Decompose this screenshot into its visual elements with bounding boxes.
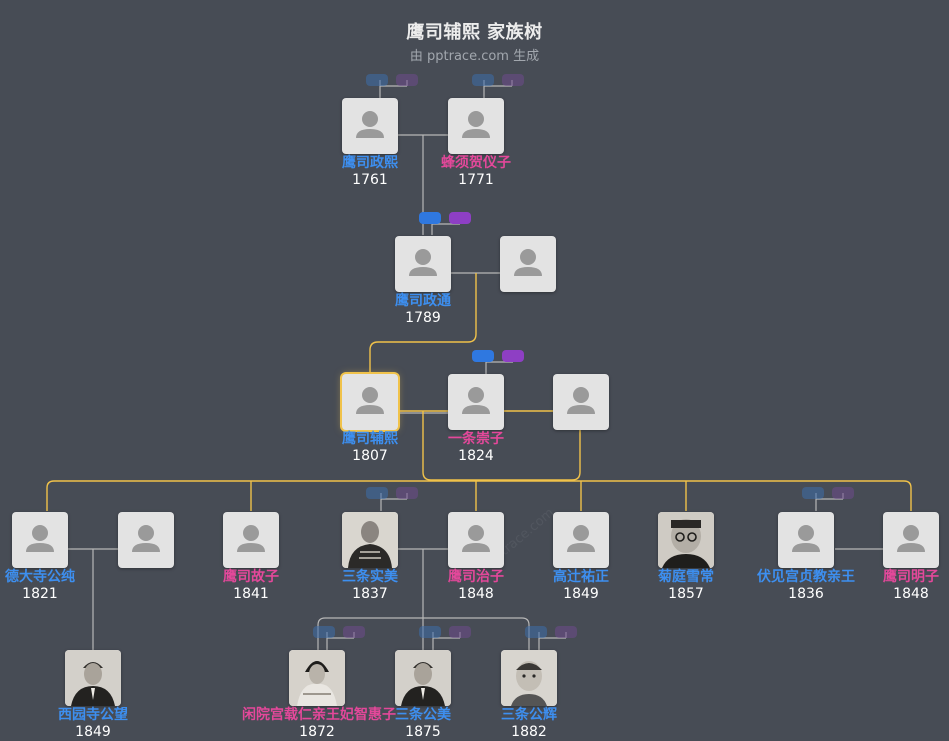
expand-father-button[interactable] [366, 487, 388, 499]
person-card[interactable] [448, 374, 504, 430]
person-name[interactable]: 一条崇子 [448, 431, 504, 447]
person-silhouette-icon [356, 387, 384, 414]
person-birth-year: 1848 [458, 586, 494, 602]
person-birth-year: 1849 [563, 586, 599, 602]
person-silhouette-icon [409, 249, 437, 276]
expand-mother-button[interactable] [449, 212, 471, 224]
person-card[interactable] [501, 650, 557, 706]
person-card[interactable] [342, 374, 398, 430]
person-name[interactable]: 鹰司政通 [395, 293, 451, 309]
person-name[interactable]: 鹰司明子 [883, 569, 939, 585]
person-card[interactable] [883, 512, 939, 568]
expand-father-button[interactable] [419, 626, 441, 638]
person-birth-year: 1875 [405, 724, 441, 740]
expand-father-button[interactable] [313, 626, 335, 638]
page-title: 鹰司辅熙 家族树 [406, 22, 543, 43]
person-card[interactable] [500, 236, 556, 292]
person-birth-year: 1807 [352, 448, 388, 464]
person-card[interactable] [553, 512, 609, 568]
expand-father-button[interactable] [472, 74, 494, 86]
person-card[interactable] [553, 374, 609, 430]
person-silhouette-icon [567, 525, 595, 552]
person-card[interactable] [118, 512, 174, 568]
person-birth-year: 1789 [405, 310, 441, 326]
expand-father-button[interactable] [419, 212, 441, 224]
expand-mother-button[interactable] [502, 74, 524, 86]
expand-mother-button[interactable] [396, 74, 418, 86]
person-silhouette-icon [567, 387, 595, 414]
person-birth-year: 1824 [458, 448, 494, 464]
expand-father-button[interactable] [802, 487, 824, 499]
expand-mother-button[interactable] [343, 626, 365, 638]
person-birth-year: 1857 [668, 586, 704, 602]
person-silhouette-icon [792, 525, 820, 552]
person-birth-year: 1821 [22, 586, 58, 602]
portrait-photo [342, 512, 398, 568]
person-birth-year: 1836 [788, 586, 824, 602]
person-card[interactable] [289, 650, 345, 706]
person-card[interactable] [448, 98, 504, 154]
expand-father-button[interactable] [472, 350, 494, 362]
person-name[interactable]: 鹰司政熙 [342, 155, 398, 171]
person-birth-year: 1837 [352, 586, 388, 602]
person-silhouette-icon [462, 387, 490, 414]
person-silhouette-icon [132, 525, 160, 552]
portrait-photo [395, 650, 451, 706]
page-subtitle: 由 pptrace.com 生成 [409, 49, 540, 64]
person-birth-year: 1771 [458, 172, 494, 188]
person-card[interactable] [395, 236, 451, 292]
person-birth-year: 1872 [299, 724, 335, 740]
person-silhouette-icon [237, 525, 265, 552]
portrait-photo [501, 650, 557, 706]
expand-mother-button[interactable] [502, 350, 524, 362]
portrait-photo [65, 650, 121, 706]
expand-mother-button[interactable] [449, 626, 471, 638]
person-birth-year: 1848 [893, 586, 929, 602]
person-card[interactable] [223, 512, 279, 568]
person-name[interactable]: 三条公美 [395, 707, 451, 723]
person-card[interactable] [342, 98, 398, 154]
person-name[interactable]: 鹰司辅熙 [342, 431, 398, 447]
expand-father-button[interactable] [525, 626, 547, 638]
person-silhouette-icon [356, 111, 384, 138]
person-name[interactable]: 德大寺公纯 [5, 569, 75, 585]
person-name[interactable]: 三条公辉 [501, 707, 557, 723]
person-name[interactable]: 西园寺公望 [58, 707, 128, 723]
person-silhouette-icon [462, 111, 490, 138]
person-card[interactable] [12, 512, 68, 568]
gold-connectors [46, 273, 912, 511]
person-name[interactable]: 闲院宫载仁亲王妃智惠子 [242, 707, 396, 723]
expand-mother-button[interactable] [832, 487, 854, 499]
person-card[interactable] [658, 512, 714, 568]
person-silhouette-icon [462, 525, 490, 552]
portrait-photo [289, 650, 345, 706]
person-name[interactable]: 鹰司治子 [448, 569, 504, 585]
person-name[interactable]: 鹰司故子 [223, 569, 279, 585]
person-birth-year: 1882 [511, 724, 547, 740]
person-birth-year: 1849 [75, 724, 111, 740]
person-card[interactable] [395, 650, 451, 706]
person-silhouette-icon [514, 249, 542, 276]
person-name[interactable]: 高辻祐正 [553, 569, 609, 585]
expand-mother-button[interactable] [555, 626, 577, 638]
person-card[interactable] [448, 512, 504, 568]
person-silhouette-icon [897, 525, 925, 552]
person-name[interactable]: 蜂须贺仪子 [441, 155, 511, 171]
person-card[interactable] [65, 650, 121, 706]
person-card[interactable] [778, 512, 834, 568]
person-name[interactable]: 三条实美 [342, 569, 398, 585]
portrait-photo [658, 512, 714, 568]
person-name[interactable]: 伏见宫贞教亲王 [757, 569, 855, 585]
person-birth-year: 1841 [233, 586, 269, 602]
expand-father-button[interactable] [366, 74, 388, 86]
person-name[interactable]: 菊庭雪常 [658, 569, 714, 585]
person-birth-year: 1761 [352, 172, 388, 188]
expand-mother-button[interactable] [396, 487, 418, 499]
person-silhouette-icon [26, 525, 54, 552]
person-card[interactable] [342, 512, 398, 568]
